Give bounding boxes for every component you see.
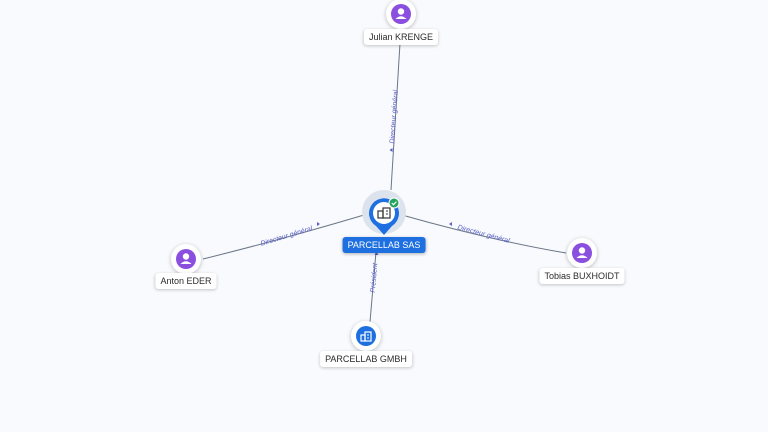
- node-label-anton-eder[interactable]: Anton EDER: [155, 273, 217, 289]
- edge-left: [202, 214, 365, 260]
- node-julian-krenge[interactable]: [386, 0, 416, 29]
- arrow-icon: [317, 222, 320, 226]
- edge-label-right-group: Directeur général: [457, 224, 511, 245]
- edge-right: [401, 214, 567, 254]
- edge-label-bottom: Président: [370, 262, 380, 293]
- company-building-icon: [356, 326, 376, 346]
- edge-label-top-group: Directeur général: [389, 89, 400, 143]
- node-label-parcellab-sas[interactable]: PARCELLAB SAS: [342, 237, 426, 253]
- edge-label-bottom-group: Président: [370, 262, 380, 293]
- node-tobias-buxhoidt[interactable]: [567, 238, 597, 268]
- edge-label-left: Directeur général: [260, 225, 314, 248]
- person-icon: [176, 249, 196, 269]
- arrow-icon: [389, 148, 393, 152]
- edge-label-right: Directeur général: [457, 224, 511, 245]
- node-parcellab-gmbh[interactable]: [351, 321, 381, 351]
- company-building-icon: [377, 207, 391, 219]
- edge-label-top: Directeur général: [389, 89, 400, 143]
- person-icon: [391, 4, 411, 24]
- arrow-icon: [374, 252, 379, 255]
- node-label-julian-krenge[interactable]: Julian KRENGE: [363, 29, 439, 45]
- verified-check-icon: [388, 197, 400, 209]
- node-label-parcellab-gmbh[interactable]: PARCELLAB GMBH: [320, 351, 412, 367]
- edge-top: [390, 26, 402, 191]
- node-label-tobias-buxhoidt[interactable]: Tobias BUXHOIDT: [539, 268, 625, 284]
- edge-label-left-group: Directeur général: [260, 225, 314, 248]
- arrow-icon: [449, 222, 452, 226]
- person-icon: [572, 243, 592, 263]
- node-anton-eder[interactable]: [171, 244, 201, 274]
